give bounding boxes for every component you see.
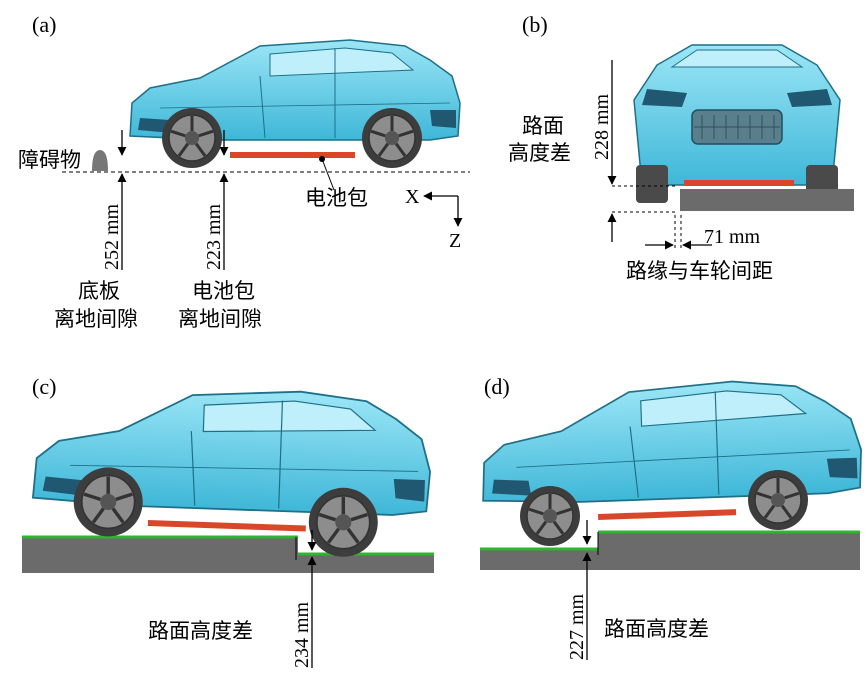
panel-b-height-caption-line2: 高度差 <box>508 141 571 165</box>
axis-x-label: X <box>405 186 420 208</box>
panel-c-front-wheel <box>71 465 145 539</box>
panel-b-curb <box>680 189 854 211</box>
panel-b-gap-value: 71 mm <box>704 226 761 248</box>
panel-d-front-wheel <box>518 484 582 548</box>
battery-clearance-value: 223 mm <box>203 203 225 270</box>
panel-d-upper-road <box>598 532 860 570</box>
panel-d: (d) 227 mm 路面高度差 <box>478 374 864 660</box>
panel-b-gap-caption: 路缘与车轮间距 <box>626 259 773 283</box>
panel-c-lower-road <box>298 555 434 573</box>
panel-c-height-caption: 路面高度差 <box>148 619 253 643</box>
floor-caption-line1: 底板 <box>78 279 120 303</box>
panel-b-car <box>633 44 841 204</box>
obstacle-shape <box>92 150 108 171</box>
panel-b-height-value: 228 mm <box>591 93 613 160</box>
panel-d-rear-wheel <box>746 468 810 532</box>
axis-z-label: Z <box>449 230 461 252</box>
panel-b: (b) 228 mm 路面 高度差 71 mm 路缘与车轮间距 <box>508 12 854 283</box>
panel-d-height-caption: 路面高度差 <box>604 617 709 641</box>
panel-c-battery-pack <box>147 520 306 532</box>
panel-d-car <box>478 376 864 507</box>
panel-d-height-value: 227 mm <box>566 593 588 660</box>
panel-c-upper-road <box>22 537 298 573</box>
battery-label: 电池包 <box>305 186 368 210</box>
obstacle-label: 障碍物 <box>18 148 81 172</box>
panel-d-lower-road <box>480 550 598 570</box>
panel-b-label: (b) <box>522 12 548 37</box>
floor-caption-line2: 离地间隙 <box>54 307 138 331</box>
panel-c-height-value: 234 mm <box>291 601 313 668</box>
panel-a-car <box>129 39 461 170</box>
panel-c-rear-wheel <box>307 486 380 559</box>
panel-a-battery-pack <box>230 152 355 158</box>
panel-d-label: (d) <box>484 374 510 399</box>
floor-clearance-value: 252 mm <box>101 203 123 270</box>
panel-c-label: (c) <box>32 374 56 399</box>
panel-a-label: (a) <box>32 12 56 37</box>
panel-c: (c) 234 mm 路面高度差 <box>22 374 434 668</box>
battery-caption-line1: 电池包 <box>192 279 255 303</box>
panel-a: (a) 障碍物 252 mm 223 mm 电池包 X Z 底板 离地间隙 电池… <box>18 12 470 331</box>
battery-caption-line2: 离地间隙 <box>178 307 262 331</box>
panel-d-battery-pack <box>597 509 737 520</box>
panel-a-battery-leader <box>321 158 335 191</box>
panel-b-height-caption-line1: 路面 <box>522 114 564 138</box>
panel-b-battery-pack <box>684 180 794 186</box>
